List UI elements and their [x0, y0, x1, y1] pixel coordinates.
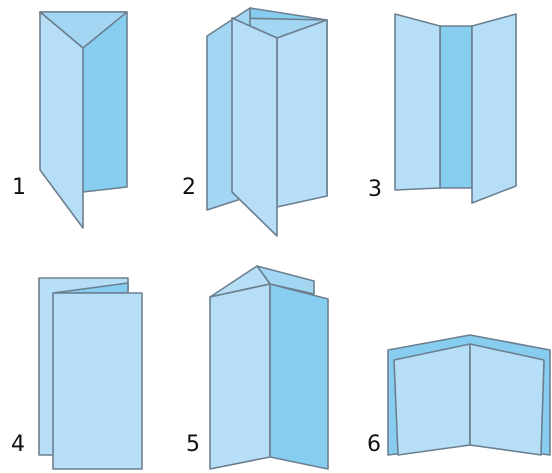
figure-label-2: 2 — [182, 175, 196, 200]
fold-figure-6: 6 — [367, 335, 550, 457]
fold-figure-3: 3 — [368, 14, 516, 203]
figure-label-1: 1 — [12, 175, 26, 200]
figure-label-3: 3 — [368, 177, 382, 202]
figure-label-6: 6 — [367, 432, 381, 457]
fold-figure-4: 4 — [11, 278, 142, 469]
figure-label-4: 4 — [11, 432, 25, 457]
fold-figure-2: 2 — [182, 8, 327, 236]
fold-figure-5: 5 — [186, 266, 328, 469]
fold-figure-1: 1 — [12, 12, 127, 228]
figure-label-5: 5 — [186, 432, 200, 457]
